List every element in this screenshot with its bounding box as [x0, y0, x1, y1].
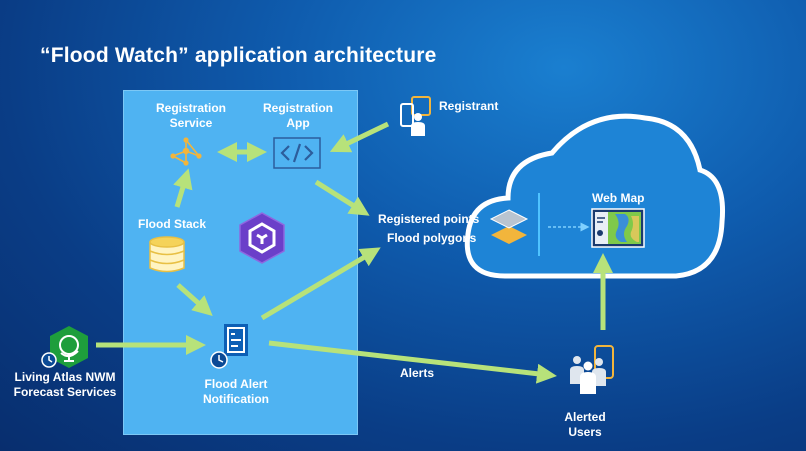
- page-title: “Flood Watch” application architecture: [40, 44, 437, 67]
- app-to-points-arrow: [314, 179, 370, 216]
- living-atlas-label-line1: Living Atlas NWM: [14, 370, 116, 384]
- registrant-label: Registrant: [439, 99, 499, 113]
- registration-app-label-line1: Registration: [262, 101, 333, 115]
- registrant-to-app-arrow: [329, 121, 390, 153]
- registration-app-label-line2: App: [286, 116, 310, 130]
- hexagon-logo-icon: [239, 212, 285, 264]
- flood-alert-label-line1: Flood Alert: [204, 377, 268, 391]
- registration-app-label: Registration App: [254, 101, 342, 131]
- alert-to-polygons-arrow: [260, 247, 381, 321]
- person-device-icon: [400, 96, 431, 136]
- layers-icon: [489, 209, 529, 244]
- network-nodes-icon: [170, 137, 202, 166]
- globe-badge-icon: [41, 326, 88, 368]
- flood-stack-label: Flood Stack: [138, 217, 207, 231]
- stack-to-service-arrow: [173, 168, 193, 208]
- living-atlas-label-line2: Forecast Services: [13, 385, 117, 399]
- code-icon: [273, 137, 321, 169]
- cloud-shape: [464, 113, 726, 279]
- flood-alert-label-line2: Notification: [203, 392, 269, 406]
- registered-points-label: Registered points: [378, 212, 480, 226]
- users-device-icon: [570, 345, 614, 394]
- alerted-users-label-line1: Alerted: [564, 410, 606, 424]
- web-map-label: Web Map: [592, 191, 645, 205]
- registration-service-label-line1: Registration: [155, 101, 226, 115]
- database-icon: [149, 236, 185, 273]
- map-icon: [591, 208, 645, 248]
- alerted-users-label: Alerted Users: [555, 410, 615, 440]
- alerts-label: Alerts: [400, 366, 435, 380]
- living-atlas-label: Living Atlas NWM Forecast Services: [6, 370, 124, 400]
- stack-to-alert-arrow: [176, 283, 213, 316]
- notification-script-icon: [210, 324, 248, 369]
- flood-alert-label: Flood Alert Notification: [190, 377, 282, 407]
- registration-service-label: Registration Service: [147, 101, 235, 131]
- registration-service-label-line2: Service: [169, 116, 213, 130]
- alert-to-users-arrow: [268, 340, 557, 384]
- alerted-users-label-line2: Users: [568, 425, 602, 439]
- flood-polygons-label: Flood polygons: [387, 231, 477, 245]
